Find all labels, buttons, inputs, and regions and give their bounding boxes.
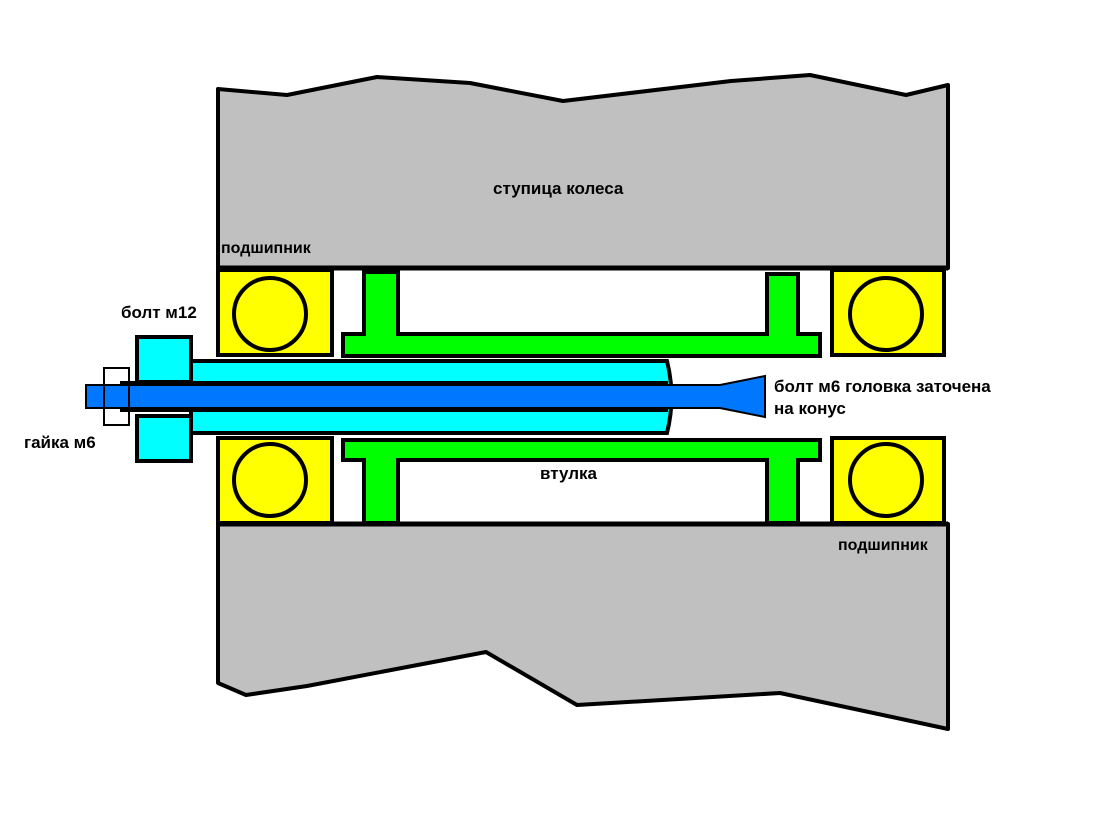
- bolt-m6: [85, 374, 766, 419]
- bearing-bottom-label: подшипник: [838, 537, 929, 554]
- bolt-m12-label: болт м12: [121, 303, 197, 322]
- bearing-ball: [232, 276, 308, 352]
- hub-bottom: [216, 522, 950, 731]
- hub-label: ступица колеса: [493, 179, 624, 198]
- bearing-bottom-right: [830, 436, 946, 525]
- sleeve-label: втулка: [540, 464, 598, 483]
- bearing-ball: [232, 442, 308, 518]
- bearing-ball: [848, 276, 924, 352]
- bearing-bottom-left: [216, 436, 334, 525]
- bearing-top-right: [830, 268, 946, 357]
- bolt-m12-head-bottom: [135, 414, 193, 463]
- bearing-top-label: подшипник: [221, 240, 312, 257]
- bearing-ball: [848, 442, 924, 518]
- nut-m6-label: гайка м6: [24, 433, 96, 452]
- bolt-m6-label-line1: болт м6 головка заточена: [774, 377, 991, 396]
- bearing-top-left: [216, 268, 334, 357]
- nut-m6: [103, 367, 130, 426]
- bolt-m6-label-line2: на конус: [774, 399, 846, 418]
- hub-top: [216, 73, 950, 270]
- sleeve-bottom: [341, 438, 822, 525]
- sleeve-top: [341, 270, 822, 358]
- bolt-m12-head-top: [135, 335, 193, 384]
